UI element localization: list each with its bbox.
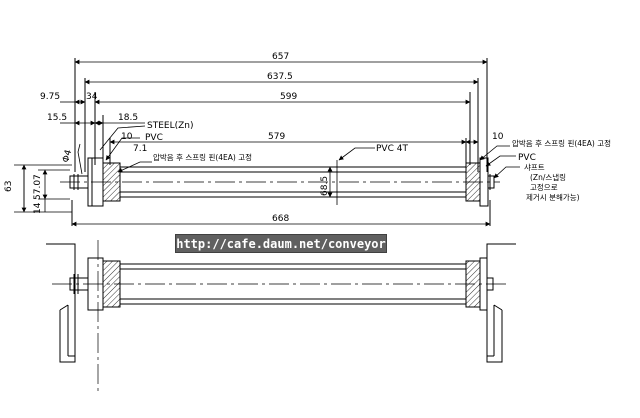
dim-14: 14 bbox=[33, 202, 43, 214]
dim-68-5: 68.5 bbox=[320, 176, 330, 196]
dim-18-5: 18.5 bbox=[118, 113, 138, 123]
label-steel: STEEL(Zn) bbox=[147, 121, 194, 131]
dim-657: 657 bbox=[272, 52, 289, 62]
label-shaft-1: 샤프트 bbox=[524, 162, 545, 172]
label-pvc-left: PVC bbox=[145, 133, 163, 143]
dim-668: 668 bbox=[272, 214, 289, 224]
dim-phi4: Φ4 bbox=[61, 149, 74, 164]
dim-63: 63 bbox=[4, 181, 14, 192]
label-pvc-tube: PVC 4T bbox=[376, 144, 408, 154]
dim-579: 579 bbox=[268, 132, 285, 142]
bracket-right bbox=[486, 243, 516, 363]
label-pvc-right: PVC bbox=[518, 153, 536, 163]
dim-57-07: 57.07 bbox=[33, 174, 43, 200]
dim-10-right: 10 bbox=[492, 132, 504, 142]
label-fix-right: 압박음 후 스프링 핀(4EA) 고정 bbox=[512, 138, 611, 148]
dim-9-75: 9.75 bbox=[40, 92, 60, 102]
dim-34: 34 bbox=[86, 92, 98, 102]
dim-15-5: 15.5 bbox=[47, 113, 67, 123]
dim-599: 599 bbox=[280, 92, 297, 102]
dim-7-1: 7.1 bbox=[133, 144, 147, 154]
watermark-url: http://cafe.daum.net/conveyor bbox=[175, 234, 387, 253]
label-shaft-3: 고정으로 bbox=[530, 182, 558, 192]
dim-10-left: 10 bbox=[121, 132, 133, 142]
dim-637-5: 637.5 bbox=[267, 72, 293, 82]
bottom-view bbox=[46, 240, 516, 392]
dimension-labels: 657 637.5 9.75 34 599 15.5 18.5 579 10 7… bbox=[4, 52, 504, 224]
dimensions-top bbox=[14, 59, 520, 227]
label-shaft-4: 제거시 분해가능) bbox=[526, 192, 580, 202]
label-shaft-2: (Zn/스냅링 bbox=[530, 172, 566, 182]
label-fix-left: 압박음 후 스프링 핀(4EA) 고정 bbox=[153, 152, 252, 162]
bracket-left bbox=[46, 243, 76, 363]
annotations: STEEL(Zn) PVC 압박음 후 스프링 핀(4EA) 고정 PVC 4T… bbox=[145, 121, 611, 202]
